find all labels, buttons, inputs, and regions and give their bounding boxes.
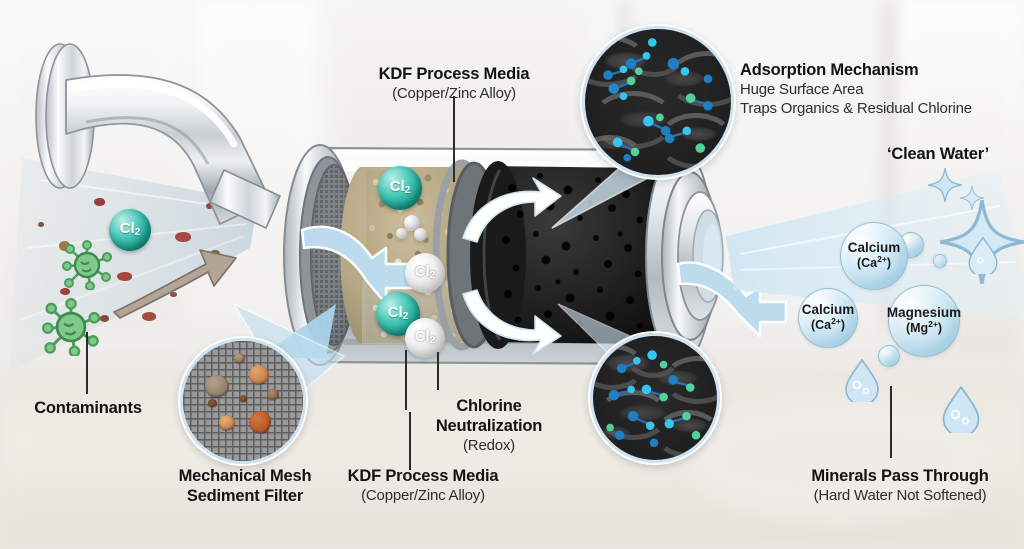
chlorine-bubble-neutralized: Cl2 bbox=[405, 318, 445, 358]
chlorine-bubble-active: Cl2 bbox=[378, 166, 422, 210]
water-droplet-icon bbox=[942, 385, 980, 433]
chlorine-bubble-label: Cl2 bbox=[414, 328, 436, 347]
leader-line bbox=[86, 332, 88, 394]
leader-line bbox=[890, 386, 892, 458]
contaminant-particle bbox=[170, 292, 177, 297]
label-adsorption: Adsorption Mechanism Huge Surface Area T… bbox=[740, 60, 972, 118]
flow-arrow-icon bbox=[462, 177, 562, 243]
sediment-particle bbox=[267, 389, 279, 400]
shower-arm-icon bbox=[35, 43, 282, 230]
chlorine-bubble-label: Cl2 bbox=[414, 263, 436, 282]
contaminant-particle bbox=[60, 288, 70, 295]
sediment-particle bbox=[219, 415, 235, 430]
kdf-particle bbox=[396, 228, 407, 239]
water-bubble bbox=[878, 345, 900, 367]
contaminant-particle bbox=[117, 272, 132, 281]
label-contaminants-title: Contaminants bbox=[34, 399, 142, 417]
flow-arrow-icon bbox=[113, 249, 237, 319]
kdf-particle bbox=[404, 215, 420, 231]
kdf-particle bbox=[414, 228, 427, 241]
label-kdf-top-title: KDF Process Media bbox=[378, 65, 530, 83]
label-adsorption-title: Adsorption Mechanism bbox=[740, 61, 919, 79]
contaminant-particle bbox=[142, 312, 156, 321]
sediment-particle bbox=[208, 399, 217, 407]
label-minerals-subtitle: (Hard Water Not Softened) bbox=[813, 487, 987, 504]
label-kdf-bottom-title: KDF Process Media bbox=[347, 467, 499, 485]
microbe-icon bbox=[42, 298, 100, 356]
contaminant-particle bbox=[100, 315, 109, 322]
label-adsorption-line2: Traps Organics & Residual Chlorine bbox=[740, 100, 972, 117]
contaminant-particle bbox=[38, 222, 44, 227]
leader-line bbox=[405, 350, 407, 410]
water-droplet-icon bbox=[968, 236, 998, 274]
chlorine-bubble-label: Cl2 bbox=[389, 178, 411, 197]
mineral-bubble-calcium: Calcium (Ca2+) bbox=[798, 288, 858, 348]
contaminant-particle bbox=[94, 198, 105, 206]
label-kdf-bottom-subtitle: (Copper/Zinc Alloy) bbox=[361, 487, 485, 504]
background-basin bbox=[690, 398, 990, 518]
background-tile-seam-2 bbox=[884, 0, 893, 330]
label-contaminants: Contaminants bbox=[14, 398, 162, 418]
chlorine-bubble-label: Cl2 bbox=[387, 304, 409, 323]
mineral-formula: (Ca2+) bbox=[810, 316, 846, 333]
label-kdf-top-subtitle: (Copper/Zinc Alloy) bbox=[392, 85, 516, 102]
sediment-particle bbox=[205, 375, 229, 397]
chlorine-bubble-neutralized: Cl2 bbox=[405, 253, 445, 293]
sediment-particle bbox=[240, 395, 247, 402]
flow-arrow-icon bbox=[676, 261, 788, 338]
sediment-particle bbox=[249, 411, 271, 433]
leader-line bbox=[437, 352, 439, 390]
label-adsorption-line1: Huge Surface Area bbox=[740, 81, 864, 98]
label-kdf-bottom: KDF Process Media (Copper/Zinc Alloy) bbox=[330, 466, 516, 505]
sediment-particle bbox=[234, 353, 245, 363]
label-chlorine-subtitle: (Redox) bbox=[463, 437, 515, 454]
mesh-sediment-detail-icon bbox=[180, 338, 306, 464]
label-clean-water-title: ‘Clean Water’ bbox=[887, 145, 989, 163]
label-mesh-filter-line1: Mechanical Mesh bbox=[178, 467, 312, 485]
label-mesh-filter: Mechanical Mesh Sediment Filter bbox=[160, 466, 330, 506]
mineral-name: Calcium bbox=[801, 301, 855, 317]
mineral-formula: (Ca2+) bbox=[856, 254, 892, 271]
water-bubble bbox=[933, 254, 947, 268]
label-kdf-top: KDF Process Media (Copper/Zinc Alloy) bbox=[340, 64, 568, 103]
sparkle-icon bbox=[928, 168, 962, 202]
label-minerals: Minerals Pass Through (Hard Water Not So… bbox=[780, 466, 1020, 505]
mineral-name: Calcium bbox=[847, 239, 901, 255]
label-chlorine-line1: Chlorine bbox=[456, 397, 522, 415]
chlorine-bubble-label: Cl2 bbox=[119, 220, 141, 239]
contaminant-particle bbox=[175, 232, 191, 242]
label-clean-water: ‘Clean Water’ bbox=[858, 144, 1018, 164]
carbon-pore-detail-icon bbox=[590, 333, 720, 463]
mineral-name: Magnesium bbox=[886, 304, 962, 320]
mineral-bubble-calcium: Calcium (Ca2+) bbox=[840, 222, 908, 290]
sparkle-icon bbox=[960, 186, 984, 210]
label-chlorine-line2: Neutralization bbox=[435, 417, 543, 435]
water-droplet-icon bbox=[845, 358, 879, 402]
microbe-icon bbox=[62, 240, 112, 290]
label-chlorine-neutralization: Chlorine Neutralization (Redox) bbox=[396, 396, 582, 455]
chlorine-bubble: Cl2 bbox=[109, 209, 151, 251]
label-mesh-filter-line2: Sediment Filter bbox=[186, 487, 304, 505]
leader-line bbox=[409, 412, 411, 470]
sediment-particle bbox=[249, 365, 269, 384]
mineral-formula: (Mg2+) bbox=[905, 319, 943, 336]
carbon-pore-detail-icon bbox=[582, 26, 734, 178]
contaminant-particle bbox=[59, 241, 70, 251]
flow-arrow-icon bbox=[462, 289, 562, 355]
chlorine-bubble-active: Cl2 bbox=[376, 292, 420, 336]
mineral-bubble-magnesium: Magnesium (Mg2+) bbox=[886, 285, 962, 357]
label-minerals-title: Minerals Pass Through bbox=[811, 467, 989, 485]
leader-line bbox=[453, 96, 455, 182]
contaminant-particle bbox=[206, 203, 213, 209]
